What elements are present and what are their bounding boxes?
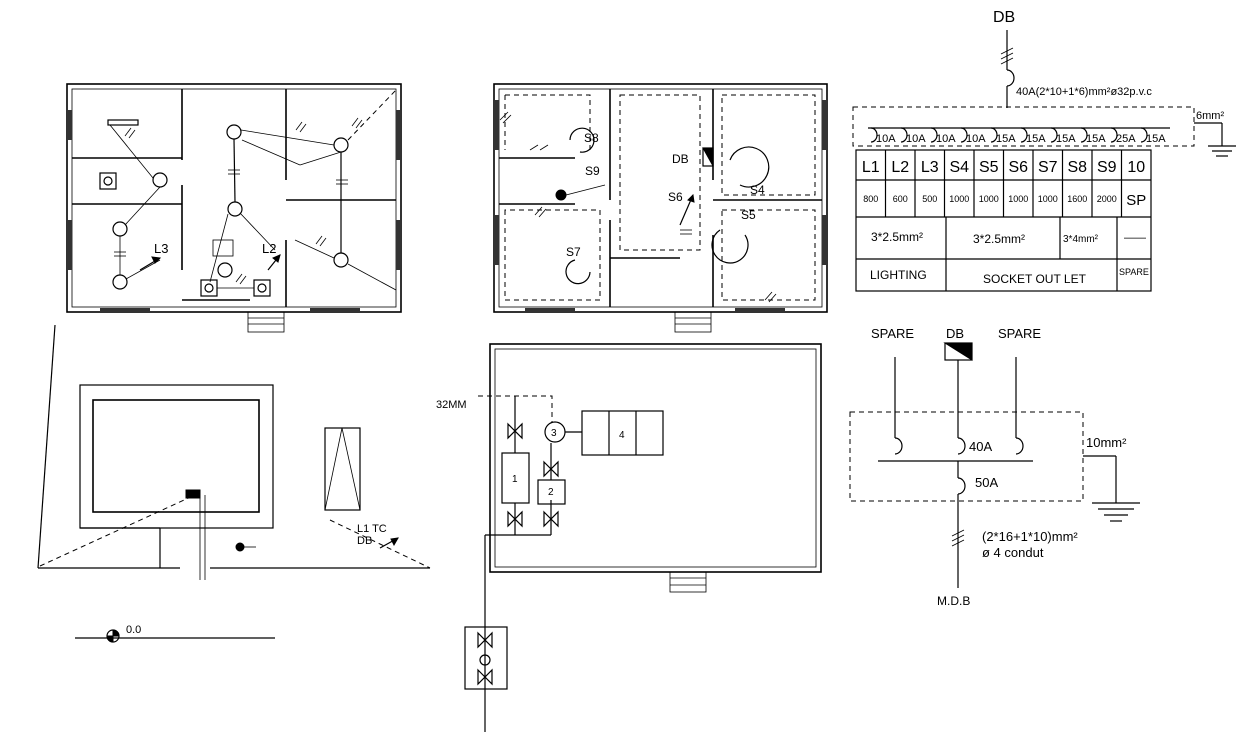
mdb-label: M.D.B: [937, 594, 970, 608]
label-l1tc: L1 TC: [357, 523, 387, 535]
table-load-cell: 2000: [1097, 194, 1117, 204]
group-spare: SPARE: [1119, 267, 1149, 277]
table-header-cell: S7: [1038, 159, 1058, 176]
breaker-rating: 15A: [1056, 133, 1076, 145]
load-table-headers: L1 L2 L3 S4 S5 S6 S7 S8 S9 10: [862, 159, 1145, 176]
table-header-cell: S5: [979, 159, 999, 176]
water-pump-plan: 32MM 1 2 3 4: [436, 343, 822, 732]
label-site-db: DB: [357, 535, 372, 547]
table-load-cell: SP: [1126, 192, 1146, 209]
table-load-cell: 600: [893, 194, 908, 204]
earth-size-label: 6mm²: [1196, 110, 1224, 122]
breaker-arc: [960, 127, 968, 143]
cable-socket: 3*2.5mm²: [973, 232, 1025, 246]
group-socket: SOCKET OUT LET: [983, 272, 1087, 286]
table-header-cell: L2: [891, 159, 909, 176]
main-breaker-label: 40A(2*10+1*6)mm²ø32p.v.c: [1016, 86, 1152, 98]
breaker-40a: 40A: [969, 439, 992, 454]
mdb-earth-label: 10mm²: [1086, 435, 1127, 450]
cable-socket-2: 3*4mm²: [1063, 234, 1099, 245]
table-load-cell: 1600: [1067, 194, 1087, 204]
breaker-arc: [1020, 127, 1028, 143]
label-l3: L3: [154, 241, 168, 256]
label-32mm: 32MM: [436, 399, 467, 411]
table-header-cell: S8: [1067, 159, 1087, 176]
breaker-arc: [1050, 127, 1058, 143]
breaker-rating: 10A: [906, 133, 926, 145]
breaker-arc: [1140, 127, 1148, 143]
breaker-arcs: [870, 127, 1148, 143]
spare-left-label: SPARE: [871, 326, 914, 341]
label-s8: S8: [584, 131, 599, 145]
breaker-arc: [900, 127, 908, 143]
label-s5: S5: [741, 208, 756, 222]
label-s4: S4: [750, 183, 765, 197]
spare-right-label: SPARE: [998, 326, 1041, 341]
breaker-rating: 25A: [1116, 133, 1136, 145]
table-load-cell: 1000: [1008, 194, 1028, 204]
breaker-rating: 10A: [876, 133, 896, 145]
label-db-plan: DB: [672, 152, 689, 166]
table-load-cell: 1000: [979, 194, 999, 204]
table-load-cell: 800: [863, 194, 878, 204]
load-table-grid: [884, 150, 1123, 217]
breaker-arc: [1110, 127, 1118, 143]
breaker-arc: [870, 127, 878, 143]
lighting-floor-plan: L3 L2: [66, 83, 402, 333]
label-s6: S6: [668, 190, 683, 204]
unit-4-label: 4: [619, 430, 625, 441]
table-load-cell: 500: [922, 194, 937, 204]
table-header-cell: S6: [1008, 159, 1028, 176]
breaker-arc: [1080, 127, 1088, 143]
table-load-cell: 1000: [1038, 194, 1058, 204]
breaker-arc: [930, 127, 938, 143]
load-table-loads: 800 600 500 1000 1000 1000 1000 1600 2000 SP: [863, 192, 1146, 209]
site-plan: L1 TC DB 0.0: [37, 324, 431, 643]
breaker-rating: 15A: [1026, 133, 1046, 145]
breaker-rating: 15A: [1146, 133, 1166, 145]
tank-2-label: 2: [548, 487, 554, 498]
conduit-label: ø 4 condut: [982, 545, 1044, 560]
mdb-schematic: SPARE DB SPARE 40A 50A 10mm² (2*16+1*10)…: [849, 326, 1140, 608]
group-lighting: LIGHTING: [870, 268, 927, 282]
breaker-rating: 15A: [1086, 133, 1106, 145]
table-header-cell: 10: [1127, 159, 1145, 176]
label-s9: S9: [585, 164, 600, 178]
cable-lighting: 3*2.5mm²: [871, 230, 923, 244]
cable-spare: ——: [1124, 232, 1146, 244]
cable-size-label: (2*16+1*10)mm²: [982, 529, 1078, 544]
table-header-cell: S4: [949, 159, 969, 176]
tank-1-label: 1: [512, 474, 518, 485]
breaker-arc: [990, 127, 998, 143]
breaker-rating: 10A: [966, 133, 986, 145]
pump-3-label: 3: [551, 428, 557, 439]
label-level: 0.0: [126, 624, 141, 636]
socket-floor-plan: S8 S9 DB S6 S4 S5 S7: [493, 83, 828, 333]
table-header-cell: L3: [921, 159, 939, 176]
label-s7: S7: [566, 245, 581, 259]
breaker-labels: 10A 10A 10A 10A 15A 15A 15A 15A 25A 15A: [876, 133, 1166, 145]
db-title: DB: [993, 9, 1015, 26]
mdb-db-label: DB: [946, 326, 964, 341]
breaker-50a: 50A: [975, 475, 998, 490]
table-header-cell: S9: [1097, 159, 1117, 176]
breaker-rating: 10A: [936, 133, 956, 145]
table-header-cell: L1: [862, 159, 880, 176]
table-load-cell: 1000: [949, 194, 969, 204]
label-l2: L2: [262, 241, 276, 256]
breaker-rating: 15A: [996, 133, 1016, 145]
